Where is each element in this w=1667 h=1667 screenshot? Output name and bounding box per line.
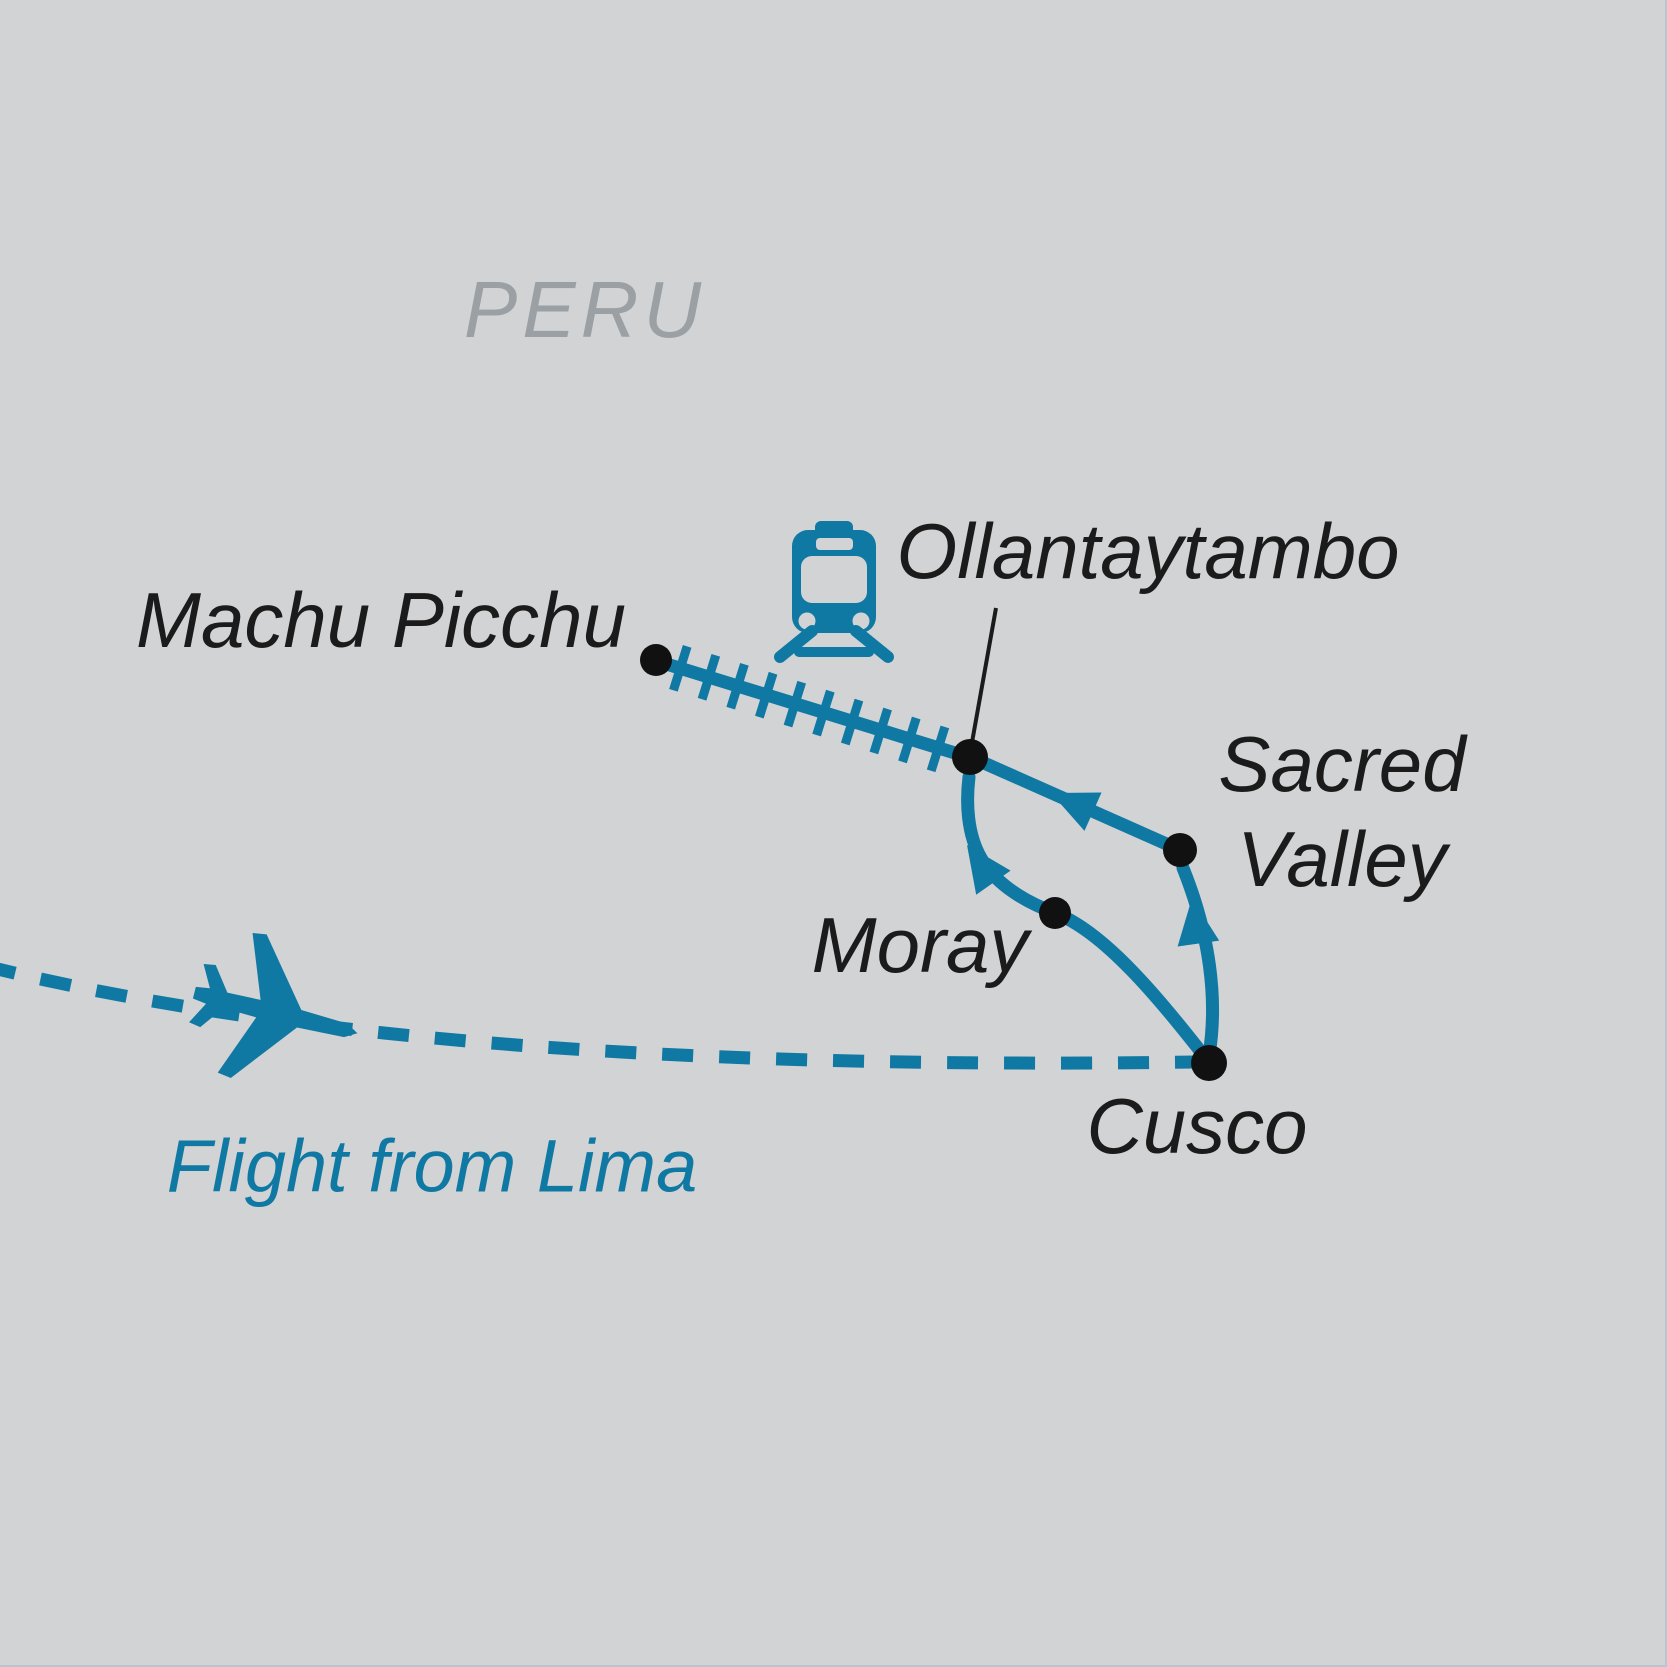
marker-dot-moray — [1039, 897, 1071, 929]
marker-dot-cusco — [1191, 1045, 1227, 1081]
country-label-peru: PERU — [463, 265, 707, 354]
marker-dot-sacred-valley — [1163, 833, 1197, 867]
marker-dot-machu-picchu — [640, 644, 672, 676]
label-moray: Moray — [811, 901, 1029, 989]
label-ollantaytambo: Ollantaytambo — [896, 507, 1400, 595]
label-sacred-valley-line1: Sacred — [1218, 720, 1466, 808]
route-cusco-sacred-valley — [1176, 861, 1220, 1062]
arrow-to-ollantaytambo-icon — [1051, 792, 1102, 831]
railway-rail-line — [658, 655, 957, 760]
arrow-cusco-to-sacred-valley-icon — [1177, 898, 1220, 947]
plane-icon — [189, 932, 358, 1078]
label-flight-from-lima: Flight from Lima — [166, 1124, 698, 1208]
label-sacred-valley-line2: Valley — [1237, 815, 1447, 903]
label-sacred-valley: Sacred Valley — [1218, 717, 1465, 907]
label-machu-picchu: Machu Picchu — [136, 576, 626, 664]
flight-path-dashed-line — [0, 962, 1196, 1070]
ollantaytambo-label-connector-line — [969, 607, 998, 749]
route-cusco-moray-ollantaytambo — [961, 770, 1212, 1064]
train-icon — [774, 521, 894, 663]
railway-track — [658, 645, 957, 774]
marker-dot-ollantaytambo — [952, 739, 988, 775]
arrow-moray-to-ollantaytambo-icon — [967, 845, 1011, 895]
label-cusco: Cusco — [1086, 1082, 1308, 1170]
